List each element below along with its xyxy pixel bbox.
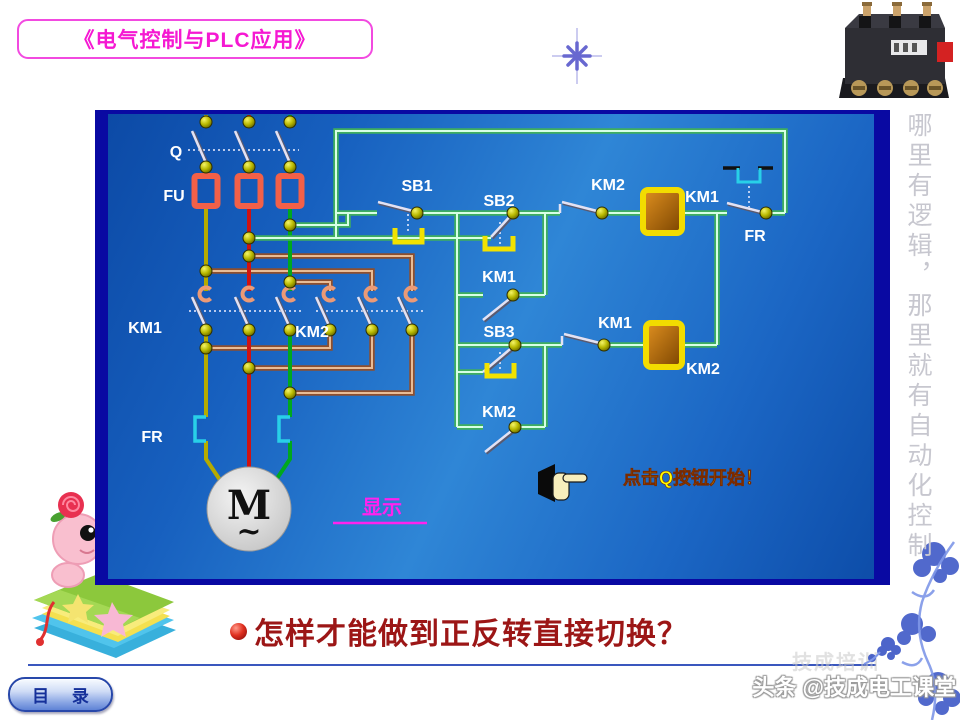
- label-km1-nc: KM1: [598, 315, 632, 332]
- footer-divider: [28, 664, 876, 666]
- label-km2-aux: KM2: [482, 404, 516, 421]
- circuit-simulation-panel: M ~ Q FU KM1 KM2 FR SB1 SB2 KM1 SB3 KM2 …: [95, 110, 890, 585]
- label-fu: FU: [163, 188, 184, 205]
- km2-aux-contact: [484, 427, 518, 455]
- label-sb2: SB2: [483, 193, 514, 210]
- toc-button-label: 目 录: [32, 687, 98, 706]
- watermark-ghost: 技成培训: [792, 652, 880, 674]
- q-switch[interactable]: [188, 130, 299, 165]
- show-link-text[interactable]: 显示: [362, 497, 402, 519]
- label-q: Q: [170, 144, 182, 161]
- hand-pointer-icon: [538, 464, 588, 502]
- thermal-relay-photo: [839, 2, 953, 98]
- label-sb3: SB3: [483, 324, 514, 341]
- label-km2-main: KM2: [295, 324, 329, 341]
- question-text: 怎样才能做到正反转直接切换？: [254, 618, 688, 651]
- course-title-box: 《电气控制与PLC应用》: [17, 19, 373, 59]
- fr-heater-elements: [193, 415, 290, 443]
- km2-interlock-contact: [558, 200, 603, 215]
- circuit-diagram: M ~ Q FU KM1 KM2 FR SB1 SB2 KM1 SB3 KM2 …: [128, 115, 788, 552]
- hint-text: 点击Q按钮开始！: [623, 467, 763, 488]
- mascot-character: [50, 492, 100, 588]
- label-sb1: SB1: [401, 178, 432, 195]
- course-title: 《电气控制与PLC应用》: [73, 29, 317, 52]
- label-km2-coil: KM2: [686, 361, 720, 378]
- label-fr-control: FR: [744, 228, 766, 245]
- label-km1-aux: KM1: [482, 269, 516, 286]
- label-km1-coil: KM1: [685, 189, 719, 206]
- km1-aux-contact: [482, 295, 516, 323]
- km1-coil: [640, 187, 685, 236]
- km2-coil: [643, 320, 685, 370]
- motor-letter: M: [227, 482, 271, 529]
- sparkle-icon: [552, 28, 602, 84]
- question-row: 怎样才能做到正反转直接切换？: [230, 609, 688, 653]
- motor: M ~: [206, 466, 292, 552]
- junction-dots: [199, 115, 773, 434]
- bullet-icon: [230, 622, 247, 640]
- motor-tilde: ~: [236, 514, 261, 549]
- fuse-fu: [191, 173, 305, 209]
- watermark-text: 头条 @技成电工课堂: [752, 675, 956, 700]
- km2-main-contacts: [314, 285, 425, 330]
- toc-button[interactable]: 目 录: [8, 677, 113, 712]
- show-link[interactable]: 显示: [333, 497, 427, 525]
- label-km2-nc: KM2: [591, 177, 625, 194]
- control-circuit-wires: [249, 128, 788, 430]
- watermark-flower-icon: [863, 637, 901, 665]
- corner-ornament: [897, 541, 960, 720]
- book-illustration: [32, 574, 176, 658]
- label-fr-main: FR: [141, 429, 163, 446]
- sb3-start-button[interactable]: [482, 344, 518, 379]
- side-slogan: 哪里有逻辑，那里就有自动化控制: [904, 112, 932, 562]
- label-km1-main: KM1: [128, 320, 162, 337]
- km1-main-contacts: [189, 285, 302, 330]
